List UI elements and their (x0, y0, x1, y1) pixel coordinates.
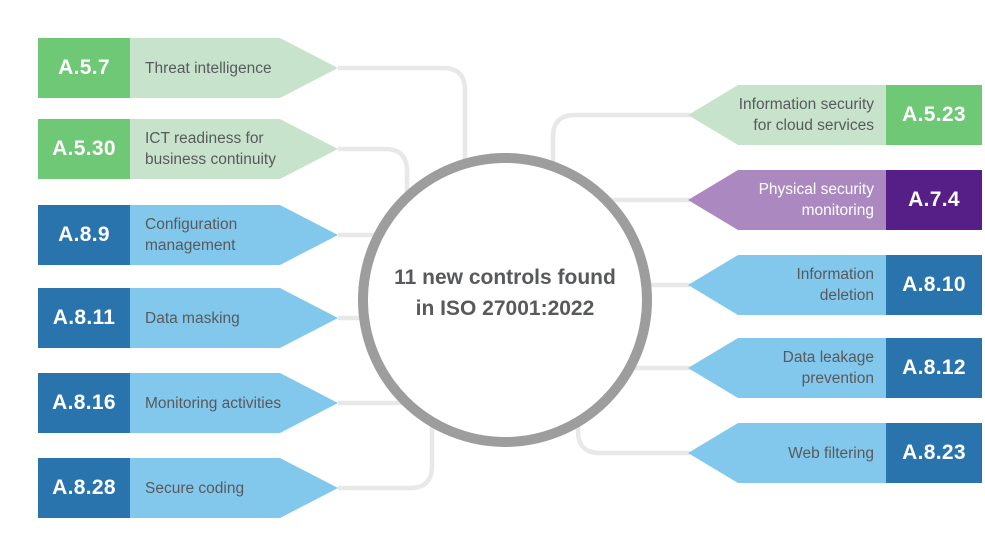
connector-line (338, 146, 410, 196)
control-code-badge: A.8.23 (886, 423, 982, 483)
connector-line (338, 65, 468, 162)
control-code-badge: A.8.10 (886, 255, 982, 315)
connector-line (575, 422, 690, 456)
control-code-badge: A.5.7 (38, 38, 130, 98)
control-code-badge: A.5.23 (886, 85, 982, 145)
control-a-5-7: A.5.7 Threat intelligence (38, 38, 338, 98)
control-label: Web filtering (788, 444, 874, 462)
control-label: Information deletion (796, 266, 874, 304)
control-code-badge: A.8.9 (38, 205, 130, 265)
control-a-8-10: Information deletion A.8.10 (688, 255, 982, 315)
control-label: Information security for cloud services (738, 96, 874, 134)
control-label: Data leakage prevention (782, 349, 874, 387)
control-label: Configuration management (145, 216, 238, 254)
control-code-badge: A.7.4 (886, 170, 982, 230)
control-label: Physical security monitoring (758, 181, 874, 219)
control-a-8-28: A.8.28 Secure coding (38, 458, 338, 518)
control-label: Threat intelligence (145, 59, 272, 77)
control-a-8-16: A.8.16 Monitoring activities (38, 373, 338, 433)
connector-line (338, 422, 435, 491)
control-a-8-23: Web filtering A.8.23 (688, 423, 982, 483)
control-a-8-12: Data leakage prevention A.8.12 (688, 338, 982, 398)
control-a-8-9: A.8.9 Configuration management (38, 205, 338, 265)
control-code-badge: A.8.28 (38, 458, 130, 518)
control-code-badge: A.8.12 (886, 338, 982, 398)
control-label: Secure coding (145, 479, 245, 497)
control-label: Data masking (145, 309, 240, 327)
diagram-title: 11 new controls found in ISO 27001:2022 (394, 266, 616, 320)
control-a-8-11: A.8.11 Data masking (38, 288, 338, 348)
center-circle: 11 new controls found in ISO 27001:2022 (358, 153, 652, 447)
control-code-badge: A.8.16 (38, 373, 130, 433)
control-a-5-23: Information security for cloud services … (688, 85, 982, 145)
connector-line (550, 112, 690, 166)
control-code-badge: A.5.30 (38, 119, 130, 179)
control-label: Monitoring activities (145, 394, 282, 412)
control-a-7-4: Physical security monitoring A.7.4 (688, 170, 982, 230)
control-label: ICT readiness for business continuity (145, 130, 276, 168)
control-a-5-30: A.5.30 ICT readiness for business contin… (38, 119, 338, 179)
control-code-badge: A.8.11 (38, 288, 130, 348)
